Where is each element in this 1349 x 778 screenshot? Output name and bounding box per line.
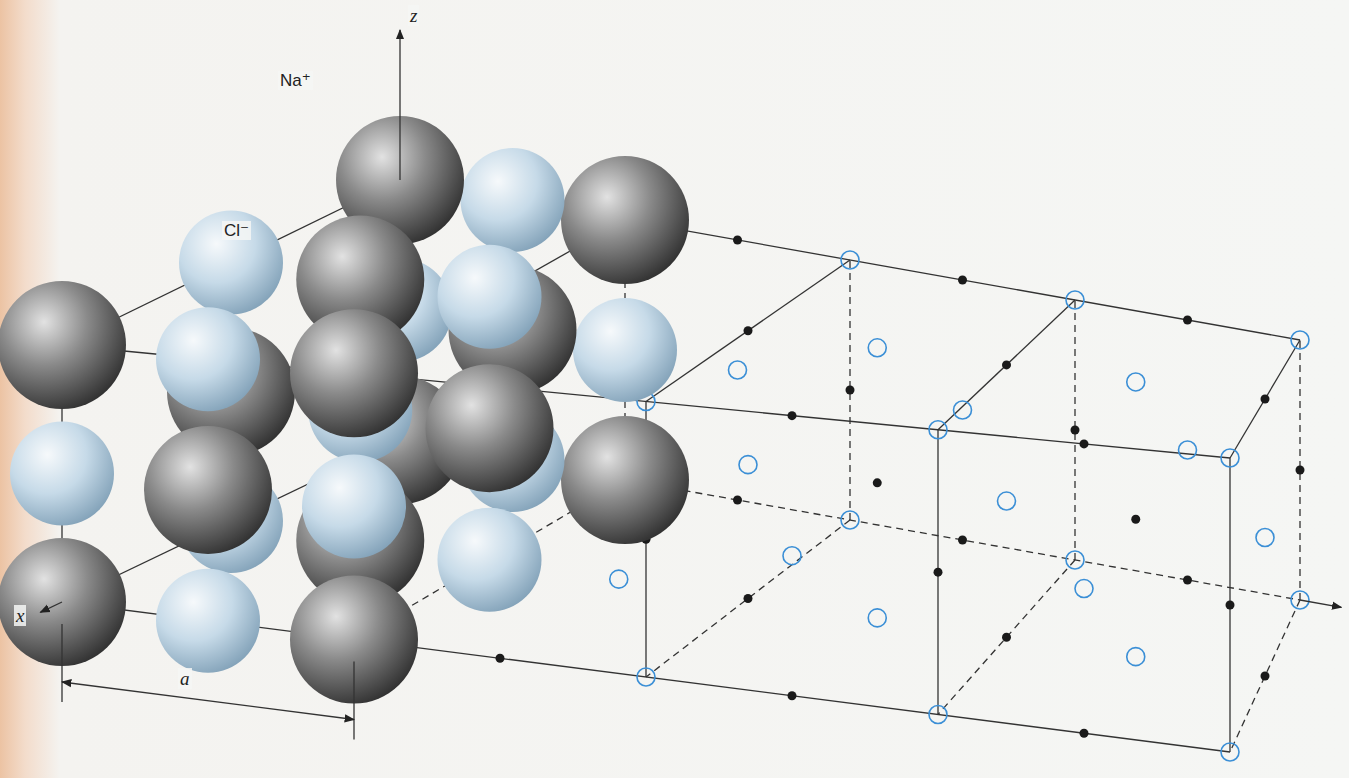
label-holder: Cl⁻ bbox=[222, 222, 251, 241]
chloride-site bbox=[783, 547, 801, 565]
sodium-ion bbox=[156, 569, 260, 673]
sodium-site bbox=[934, 568, 943, 577]
chloride-site bbox=[739, 456, 757, 474]
chloride-ion bbox=[144, 426, 272, 554]
chloride-ion bbox=[0, 281, 126, 409]
chloride-ion bbox=[561, 156, 689, 284]
ion-label: Cl⁻ bbox=[222, 221, 251, 240]
sodium-site bbox=[733, 496, 742, 505]
chloride-site bbox=[929, 706, 947, 724]
chloride-site bbox=[1066, 291, 1084, 309]
chloride-site bbox=[1291, 331, 1309, 349]
sodium-site bbox=[1002, 360, 1011, 369]
chloride-site bbox=[610, 570, 628, 588]
sodium-site bbox=[1226, 601, 1235, 610]
sodium-ion bbox=[302, 454, 406, 558]
sodium-ion bbox=[461, 148, 565, 252]
chloride-site bbox=[841, 251, 859, 269]
axis-label: x bbox=[14, 605, 26, 626]
lattice-edge bbox=[938, 300, 1075, 430]
sodium-site bbox=[1080, 729, 1089, 738]
chloride-site bbox=[1221, 743, 1239, 761]
sodium-site bbox=[1131, 515, 1140, 524]
dimension-line bbox=[62, 682, 354, 720]
sodium-site bbox=[958, 276, 967, 285]
sodium-site bbox=[1183, 576, 1192, 585]
sodium-site bbox=[958, 536, 967, 545]
ion-label: Na⁺ bbox=[278, 71, 313, 90]
label-holder: a bbox=[178, 669, 192, 690]
lattice-edge bbox=[646, 520, 850, 677]
chloride-site bbox=[1066, 551, 1084, 569]
chloride-site bbox=[1127, 648, 1145, 666]
chloride-ion bbox=[0, 538, 126, 666]
axis-label: z bbox=[408, 5, 419, 26]
chloride-site bbox=[841, 511, 859, 529]
lattice-edge bbox=[646, 260, 850, 402]
sodium-site bbox=[496, 654, 505, 663]
y-axis bbox=[1300, 600, 1341, 607]
sodium-site bbox=[1261, 395, 1270, 404]
x-axis bbox=[40, 602, 62, 612]
sodium-site bbox=[788, 411, 797, 420]
dimension-tick bbox=[353, 662, 354, 740]
chloride-site bbox=[637, 668, 655, 686]
sodium-site bbox=[1071, 426, 1080, 435]
label-holder: z bbox=[408, 6, 419, 27]
sodium-site bbox=[788, 691, 797, 700]
chloride-site bbox=[1127, 373, 1145, 391]
sodium-ion bbox=[438, 508, 542, 612]
chloride-ion bbox=[290, 309, 418, 437]
chloride-site bbox=[954, 401, 972, 419]
sodium-site bbox=[744, 326, 753, 335]
sodium-ion bbox=[573, 298, 677, 402]
sodium-site bbox=[744, 594, 753, 603]
sodium-site bbox=[733, 236, 742, 245]
sodium-site bbox=[1296, 466, 1305, 475]
label-holder: Na⁺ bbox=[278, 72, 313, 91]
sodium-site bbox=[873, 478, 882, 487]
sodium-site bbox=[1002, 633, 1011, 642]
lattice-edge bbox=[1230, 600, 1300, 752]
lattice-edge bbox=[938, 560, 1075, 715]
sodium-site bbox=[1261, 672, 1270, 681]
chloride-site bbox=[1221, 449, 1239, 467]
chloride-ion bbox=[561, 416, 689, 544]
chloride-site bbox=[868, 339, 886, 357]
sodium-site bbox=[846, 386, 855, 395]
z-axis bbox=[399, 30, 400, 180]
sodium-ion bbox=[156, 307, 260, 411]
chloride-site bbox=[729, 361, 747, 379]
dimension-label: a bbox=[178, 668, 192, 689]
chloride-site bbox=[1256, 529, 1274, 547]
chloride-site bbox=[1179, 441, 1197, 459]
sodium-ion bbox=[10, 422, 114, 526]
lattice-edge bbox=[1230, 340, 1300, 458]
chloride-ion bbox=[426, 364, 554, 492]
label-holder: x bbox=[14, 606, 26, 627]
chloride-site bbox=[929, 421, 947, 439]
chloride-site bbox=[1075, 580, 1093, 598]
sodium-site bbox=[1183, 316, 1192, 325]
sodium-ion bbox=[179, 211, 283, 315]
chloride-site bbox=[998, 492, 1016, 510]
sodium-site bbox=[1080, 439, 1089, 448]
chloride-site bbox=[868, 609, 886, 627]
dimension-tick bbox=[61, 624, 62, 702]
sodium-ion bbox=[438, 245, 542, 349]
